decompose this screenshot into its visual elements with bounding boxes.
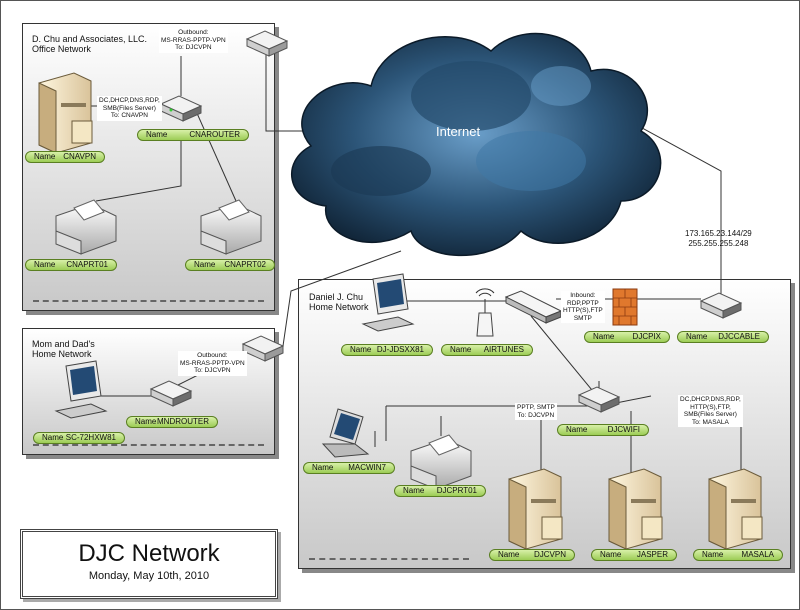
macwin7-laptop-icon bbox=[321, 408, 376, 458]
djcpix-firewall-icon bbox=[612, 288, 638, 326]
masala-server-icon bbox=[708, 468, 763, 550]
legend-title: DJC Network bbox=[78, 540, 220, 567]
djcprt01-printer-icon bbox=[410, 434, 472, 490]
sc72-computer-icon bbox=[54, 360, 108, 419]
djcpix-inbound-note: Inbound: RDP,PPTP HTTP(S),FTP SMTP bbox=[561, 291, 605, 323]
office-vpn-note: Outbound: MS-RRAS-PPTP-VPN To: DJCVPN bbox=[159, 28, 228, 53]
cnavpn-server-icon bbox=[38, 72, 93, 154]
office-network-title: D. Chu and Associates, LLC. Office Netwo… bbox=[32, 34, 148, 54]
switch-icon bbox=[504, 290, 563, 324]
parents-vpn-note: Outbound: MS-RRAS-PPTP-VPN To: DJCVPN bbox=[178, 351, 247, 376]
djjds-computer-icon bbox=[361, 273, 415, 332]
office-vpn-router-icon bbox=[245, 30, 289, 57]
djccable-modem-icon bbox=[699, 292, 743, 319]
djcvpn-server-icon bbox=[508, 468, 563, 550]
parents-vpn-router-icon bbox=[241, 335, 285, 362]
panel-divider bbox=[309, 558, 469, 560]
airtunes-antenna-icon bbox=[475, 288, 495, 337]
link-switch-wifi bbox=[530, 315, 602, 402]
parents-network-title: Mom and Dad's Home Network bbox=[32, 339, 95, 359]
cnaprt01-printer-icon bbox=[55, 199, 117, 255]
home-network-title: Daniel J. Chu Home Network bbox=[309, 292, 369, 312]
cnavpn-services-note: DC,DHCP,DNS,RDP, SMB(Files Server) To: C… bbox=[97, 96, 162, 121]
public-ip-note: 173.165.23.144/29 255.255.255.248 bbox=[685, 229, 752, 248]
link-router-prt01 bbox=[95, 141, 182, 202]
panel-divider bbox=[33, 444, 264, 446]
link-cloud-djccable bbox=[610, 110, 722, 296]
diagram-legend: DJC Network Monday, May 10th, 2010 bbox=[20, 529, 278, 599]
link-router-prt02 bbox=[195, 110, 237, 202]
djcwifi-router-icon bbox=[577, 381, 621, 413]
legend-date: Monday, May 10th, 2010 bbox=[88, 570, 210, 582]
cnaprt02-printer-icon bbox=[200, 199, 262, 255]
jasper-server-icon bbox=[608, 468, 663, 550]
mndrouter-icon bbox=[149, 380, 193, 407]
internet-cloud bbox=[291, 32, 662, 257]
internet-label: Internet bbox=[436, 124, 481, 139]
cnarouter-icon bbox=[159, 95, 203, 122]
djcvpn-forward-note: PPTP, SMTP To: DJCVPN bbox=[515, 403, 557, 420]
masala-services-note: DC,DHCP,DNS,RDP, HTTP(S),FTP, SMB(Files … bbox=[678, 395, 743, 427]
panel-divider bbox=[33, 300, 264, 302]
